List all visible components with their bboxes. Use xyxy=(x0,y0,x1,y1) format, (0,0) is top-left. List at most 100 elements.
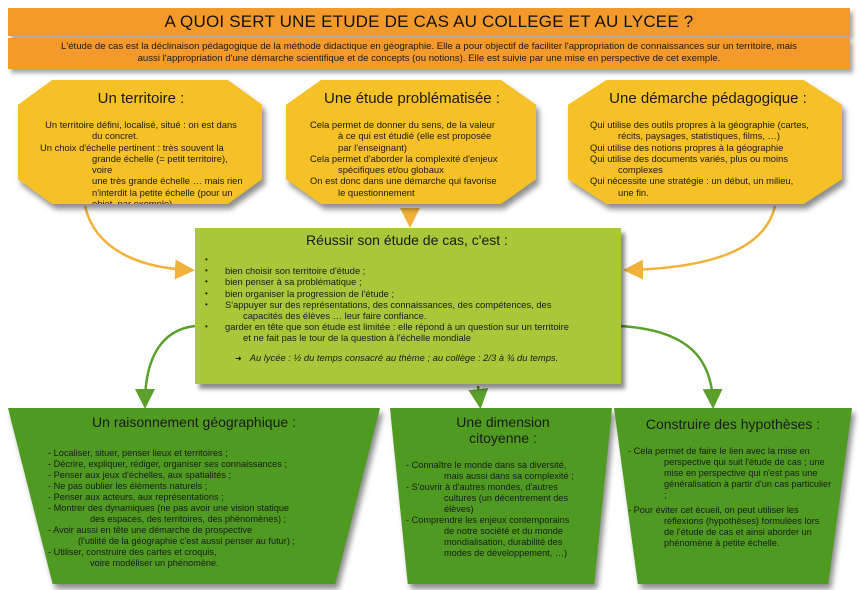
octagon-text: grande échelle (= petit territoire), voi… xyxy=(92,152,228,176)
list-item-continuation: perspective qui suit l'étude de cas ; un… xyxy=(664,457,832,500)
list-item-continuation: mais aussi dans sa complexité ; xyxy=(444,471,574,481)
octagon-text: Qui nécessite une stratégie : un début, … xyxy=(590,175,794,187)
trapezoid-list: - Connaître le monde dans sa diversité,m… xyxy=(406,460,600,559)
list-item: - Connaître le monde dans sa diversité,m… xyxy=(406,460,600,482)
intro-line: aussi l'appropriation d'une démarche sci… xyxy=(137,53,721,64)
octagon-title: Une démarche pédagogique : xyxy=(609,90,807,107)
list-item-text: - Pour éviter cet écueil, on peut utilis… xyxy=(628,505,799,515)
list-item: - Cela permet de faire le lien avec la m… xyxy=(628,446,838,501)
octagon-text: récits, paysages, statistiques, films, …… xyxy=(618,130,781,142)
octagon-title: Une étude problématisée : xyxy=(324,90,500,107)
arrow-center-to-citoyenne xyxy=(468,385,489,409)
title-banner: A QUOI SERT UNE ETUDE DE CAS AU COLLEGE … xyxy=(8,8,850,36)
octagon-demarche: Une démarche pédagogique : Qui utilise d… xyxy=(568,80,842,204)
list-item-text: - Localiser, situer, penser lieux et ter… xyxy=(48,448,228,458)
arrow-center-to-raisonnement xyxy=(135,324,196,409)
center-box: Réussir son étude de cas, c'est : bien c… xyxy=(195,228,621,384)
list-item-continuation: (l'utilité de la géographie c'est aussi … xyxy=(78,536,295,546)
octagon-text: Qui utilise des notions propres à la géo… xyxy=(590,141,784,153)
octagon-text: Un choix d'échelle pertinent : très souv… xyxy=(40,141,224,153)
list-item-text: bien choisir son territoire d'étude ; xyxy=(225,265,366,277)
octagon-text: Cela permet de donner du sens, de la val… xyxy=(310,119,496,130)
list-item-text: - S'ouvrir à d'autres mondes, d'autres xyxy=(406,482,558,492)
time-note: ➜ Au lycée : ½ du temps consacré au thème… xyxy=(203,352,611,363)
list-item: - Utiliser, construire des cartes et cro… xyxy=(48,547,380,569)
octagon-text: On est donc dans une démarche qui favori… xyxy=(310,175,497,187)
list-item-text: - Ne pas oublier les éléments naturels ; xyxy=(48,481,208,491)
list-item: - Pour éviter cet écueil, on peut utilis… xyxy=(628,505,838,549)
trapezoid-raisonnement: Un raisonnement géographique : - Localis… xyxy=(8,408,380,584)
list-item-text: - Décrire, expliquer, rédiger, organiser… xyxy=(48,459,287,469)
list-item-text: - Montrer des dynamiques (ne pas avoir u… xyxy=(48,503,290,513)
list-item: - Penser aux acteurs, aux représentation… xyxy=(48,492,380,503)
list-item-continuation: et ne fait pas le tour de la question à … xyxy=(243,332,471,344)
arrow-center-to-hypotheses xyxy=(619,324,723,409)
list-item: bien choisir son territoire d'étude ; xyxy=(203,265,611,276)
arrow-demarche-to-center xyxy=(623,205,777,280)
octagon-text: Un territoire défini, localisé, situé : … xyxy=(45,119,237,130)
list-item-continuation: voire modéliser un phénomène. xyxy=(90,558,219,568)
list-item-text: bien penser à sa problématique ; xyxy=(225,276,362,288)
octagon-text: le questionnement xyxy=(338,186,415,198)
center-list: bien choisir son territoire d'étude ; bi… xyxy=(203,254,611,344)
octagon-text: spécifiques et/ou globaux xyxy=(338,164,444,176)
arrow-territoire-to-center xyxy=(83,205,195,280)
list-item-text: - Penser aux acteurs, aux représentation… xyxy=(48,492,224,502)
octagon-problematique: Une étude problématisée : Cela permet de… xyxy=(286,80,536,204)
list-item-text: S'appuyer sur des représentations, des c… xyxy=(225,298,552,310)
list-item: - Montrer des dynamiques (ne pas avoir u… xyxy=(48,503,380,525)
list-item-text: - Connaître le monde dans sa diversité, xyxy=(406,460,567,470)
octagon-text: par l'enseignant) xyxy=(338,141,408,153)
list-item: - Avoir aussi en tête une démarche de pr… xyxy=(48,525,380,547)
list-item: - Décrire, expliquer, rédiger, organiser… xyxy=(48,459,380,470)
list-item-continuation: cultures (un décentrement des élèves) xyxy=(444,493,569,514)
octagon-text: n'interdit la petite échelle (pour un xyxy=(92,186,233,198)
page-title: A QUOI SERT UNE ETUDE DE CAS AU COLLEGE … xyxy=(164,12,694,31)
octagon-text: Qui utilise des outils propres à la géog… xyxy=(590,119,809,130)
list-item: bien organiser la progression de l'étude… xyxy=(203,288,611,299)
octagon-text: du concret. xyxy=(92,130,139,142)
trapezoid-hypotheses: Construire des hypothèses : - Cela perme… xyxy=(614,408,852,584)
list-item xyxy=(203,254,611,265)
intro-line: L'étude de cas est la déclinaison pédago… xyxy=(61,41,797,52)
list-item-continuation: des espaces, des territoires, des phénom… xyxy=(90,514,287,524)
list-item-continuation: réflexions (hypothèses) formulées lors d… xyxy=(664,516,820,548)
list-item: S'appuyer sur des représentations, des c… xyxy=(203,299,611,321)
octagon-text: Cela permet d'aborder la complexité d'en… xyxy=(310,152,498,164)
trapezoid-title: Un raisonnement géographique : xyxy=(92,414,296,430)
octagon-text: une très grande échelle … mais rien xyxy=(92,175,243,187)
octagon-text: Qui utilise des documents variés, plus o… xyxy=(590,152,789,164)
list-item: garder en tête que son étude est limitée… xyxy=(203,321,611,343)
octagon-text: complexes xyxy=(618,164,663,176)
intro-text: L'étude de cas est la déclinaison pédago… xyxy=(8,38,850,69)
list-item: - Localiser, situer, penser lieux et ter… xyxy=(48,448,380,459)
list-item-text: - Penser aux jeux d'échelles, aux spatia… xyxy=(48,470,232,480)
list-item-text: - Avoir aussi en tête une démarche de pr… xyxy=(48,525,253,535)
list-item-text: - Cela permet de faire le lien avec la m… xyxy=(628,446,810,456)
list-item: - Ne pas oublier les éléments naturels ; xyxy=(48,481,380,492)
list-item-continuation: capacités des élèves … leur faire confia… xyxy=(243,310,427,322)
arrow-bullet-icon: ➜ xyxy=(235,353,242,363)
octagon-title: Un territoire : xyxy=(97,90,185,107)
list-item-text: - Comprendre les enjeux contemporains xyxy=(406,515,570,525)
list-item-text: bien organiser la progression de l'étude… xyxy=(225,287,395,299)
octagon-territoire: Un territoire : Un territoire défini, lo… xyxy=(18,80,262,204)
octagon-text: à ce qui est étudié (elle est proposée xyxy=(338,130,492,142)
time-note-text: Au lycée : ½ du temps consacré au thème … xyxy=(249,351,559,363)
list-item-continuation: de notre société et du monde mondialisat… xyxy=(444,526,568,558)
trapezoid-list: - Cela permet de faire le lien avec la m… xyxy=(628,446,838,549)
trapezoid-list: - Localiser, situer, penser lieux et ter… xyxy=(48,448,380,569)
trapezoid-citoyenne: Une dimension citoyenne : - Connaître le… xyxy=(390,408,612,584)
octagon-text: objet, par exemple) xyxy=(92,198,173,210)
trapezoid-title: Une dimension xyxy=(456,414,550,430)
octagon-text: une fin. xyxy=(618,186,649,198)
list-item-text: garder en tête que son étude est limitée… xyxy=(225,321,569,333)
list-item: bien penser à sa problématique ; xyxy=(203,276,611,287)
center-title: Réussir son étude de cas, c'est : xyxy=(306,232,508,248)
list-item-text: - Utiliser, construire des cartes et cro… xyxy=(48,547,217,557)
trapezoid-title: Construire des hypothèses : xyxy=(645,416,821,432)
trapezoid-title: citoyenne : xyxy=(469,430,537,446)
